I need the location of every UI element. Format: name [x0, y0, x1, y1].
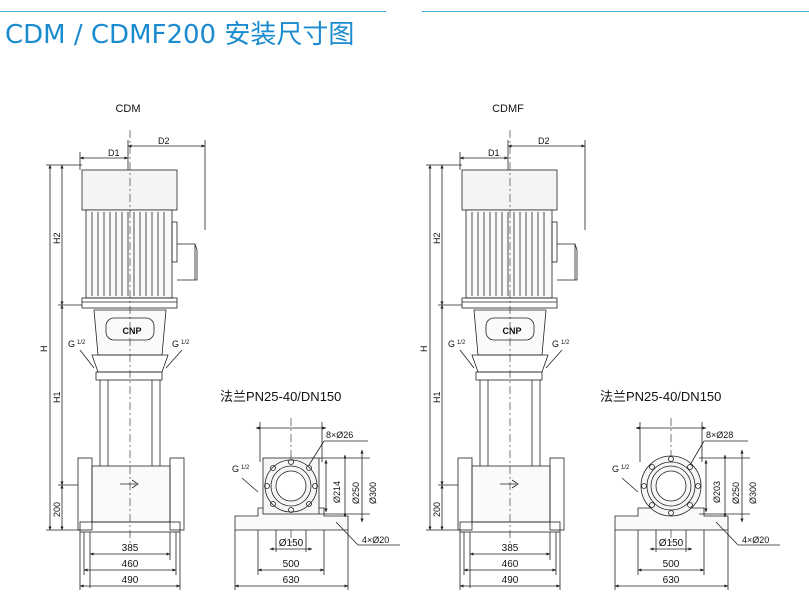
flange-g-port: G: [612, 464, 619, 474]
flange-g-frac: 1/2: [241, 465, 250, 471]
base-height-label: 200: [432, 502, 442, 517]
base-height-label: 200: [52, 502, 62, 517]
motor-fins: [471, 212, 545, 296]
h1-label: H1: [432, 391, 442, 403]
page-title: CDM / CDMF200 安装尺寸图: [5, 20, 355, 50]
pcd-inner: Ø214: [332, 481, 342, 503]
g-port-right-frac: 1/2: [181, 340, 190, 346]
base-width-500: 500: [663, 559, 680, 570]
header-rule-left: [0, 11, 386, 12]
flange-title: 法兰PN25-40/DN150: [600, 389, 721, 404]
pcd-mid: Ø250: [731, 482, 741, 504]
base-width-630: 630: [663, 575, 680, 586]
base-holes-label: 4×Ø20: [362, 535, 389, 545]
dim-490: 490: [502, 575, 519, 586]
pcd-outer: Ø300: [748, 482, 758, 504]
brand-logo: CNP: [122, 326, 141, 336]
dim-385: 385: [122, 543, 139, 554]
g-port-left: G: [448, 339, 455, 349]
g-port-left-frac: 1/2: [457, 340, 466, 346]
header-rule-right: [422, 11, 809, 12]
model-label: CDM: [115, 103, 140, 115]
g-port-left: G: [68, 339, 75, 349]
base-width-500: 500: [283, 559, 300, 570]
d1-label: D1: [488, 148, 500, 158]
bore-label: Ø150: [279, 538, 304, 549]
flange-g-port: G: [232, 464, 239, 474]
d2-label: D2: [158, 136, 170, 146]
pcd-inner: Ø203: [712, 481, 722, 503]
pcd-mid: Ø250: [351, 482, 361, 504]
motor-fins: [91, 212, 165, 296]
dim-385: 385: [502, 543, 519, 554]
bolt-holes-label: 8×Ø28: [706, 430, 733, 440]
flange-title: 法兰PN25-40/DN150: [220, 389, 341, 404]
base-width-630: 630: [283, 575, 300, 586]
g-port-left-frac: 1/2: [77, 340, 86, 346]
dim-460: 460: [122, 559, 139, 570]
g-port-right: G: [172, 339, 179, 349]
dim-460: 460: [502, 559, 519, 570]
g-port-right: G: [552, 339, 559, 349]
d2-label: D2: [538, 136, 550, 146]
brand-logo: CNP: [502, 326, 521, 336]
bolt-holes-label: 8×Ø26: [326, 430, 353, 440]
model-label: CDMF: [492, 103, 524, 115]
h-label: H: [419, 346, 429, 353]
d1-label: D1: [108, 148, 120, 158]
view-cdm: CDM D1 D2 CNP: [39, 103, 400, 590]
h-label: H: [39, 346, 49, 353]
g-port-right-frac: 1/2: [561, 340, 570, 346]
h2-label: H2: [52, 232, 62, 244]
base-holes-label: 4×Ø20: [742, 535, 769, 545]
pcd-outer: Ø300: [368, 482, 378, 504]
bore-label: Ø150: [659, 538, 684, 549]
h2-label: H2: [432, 232, 442, 244]
h1-label: H1: [52, 391, 62, 403]
flange-g-frac: 1/2: [621, 465, 630, 471]
dim-490: 490: [122, 575, 139, 586]
view-cdmf: CDMF D1 D2 CNP G 1/2 G 1/2: [419, 103, 780, 590]
